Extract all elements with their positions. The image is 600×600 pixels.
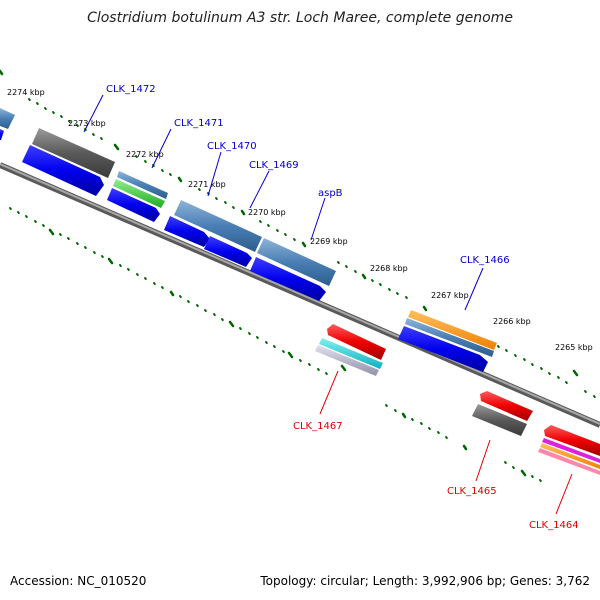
gene-label: aspB bbox=[318, 188, 343, 199]
gene-label: CLK_1465 bbox=[447, 486, 497, 497]
forward-features bbox=[0, 108, 497, 372]
gene-feature bbox=[408, 310, 497, 350]
gene-feature bbox=[0, 108, 15, 129]
forward-gene-labels: CLK_1472 CLK_1471 CLK_1470 CLK_1469 aspB… bbox=[83, 84, 510, 311]
gene-feature bbox=[540, 443, 600, 469]
topology-text: Topology: circular; Length: 3,992,906 bp… bbox=[260, 574, 590, 588]
kbp-label: 2266 kbp bbox=[493, 317, 531, 326]
gene-feature bbox=[107, 188, 160, 222]
gene-feature bbox=[204, 236, 252, 267]
gene-label: CLK_1472 bbox=[106, 84, 156, 95]
kbp-label: 2273 kbp bbox=[68, 119, 106, 128]
kbp-label: 2265 kbp bbox=[555, 343, 593, 352]
gene-feature bbox=[327, 324, 386, 360]
map-title: Clostridium botulinum A3 str. Loch Maree… bbox=[87, 10, 513, 26]
gene-feature bbox=[538, 448, 600, 475]
major-tick bbox=[0, 69, 4, 76]
gene-feature bbox=[0, 129, 4, 140]
kbp-label: 2274 kbp bbox=[7, 88, 45, 97]
gene-label: CLK_1467 bbox=[293, 421, 343, 432]
gene-label: CLK_1464 bbox=[529, 520, 579, 531]
reverse-features bbox=[315, 324, 600, 475]
gene-feature bbox=[544, 425, 600, 456]
gene-feature bbox=[164, 216, 210, 247]
kbp-label: 2270 kbp bbox=[248, 208, 286, 217]
gene-feature bbox=[22, 145, 104, 196]
gene-feature bbox=[480, 391, 533, 421]
kbp-label: 2271 kbp bbox=[188, 180, 226, 189]
gene-label: CLK_1469 bbox=[249, 160, 299, 171]
genome-backbone bbox=[0, 162, 600, 428]
gene-feature bbox=[174, 200, 262, 252]
kbp-label: 2268 kbp bbox=[370, 264, 408, 273]
gene-feature bbox=[117, 171, 168, 199]
accession-text: Accession: NC_010520 bbox=[10, 574, 147, 588]
gene-feature bbox=[319, 338, 383, 369]
kbp-label: 2269 kbp bbox=[310, 237, 348, 246]
gene-feature bbox=[405, 318, 494, 357]
reverse-gene-labels: CLK_1467 CLK_1465 CLK_1464 bbox=[293, 370, 579, 531]
gene-feature bbox=[542, 438, 600, 463]
kbp-labels: 2274 kbp 2273 kbp 2272 kbp 2271 kbp 2270… bbox=[7, 88, 593, 352]
gene-feature bbox=[250, 257, 326, 301]
gene-label: CLK_1471 bbox=[174, 118, 224, 129]
gene-label: CLK_1470 bbox=[207, 141, 257, 152]
gene-feature bbox=[113, 179, 165, 208]
gene-feature bbox=[257, 238, 336, 286]
gene-feature bbox=[472, 404, 527, 436]
kbp-label: 2267 kbp bbox=[431, 291, 469, 300]
forward-tick-row bbox=[0, 69, 596, 398]
gene-label: CLK_1466 bbox=[460, 255, 510, 266]
gene-feature bbox=[315, 345, 379, 376]
gene-feature bbox=[32, 128, 115, 178]
kbp-label: 2272 kbp bbox=[126, 150, 164, 159]
gene-feature bbox=[398, 326, 488, 372]
reverse-tick-row bbox=[9, 207, 542, 482]
